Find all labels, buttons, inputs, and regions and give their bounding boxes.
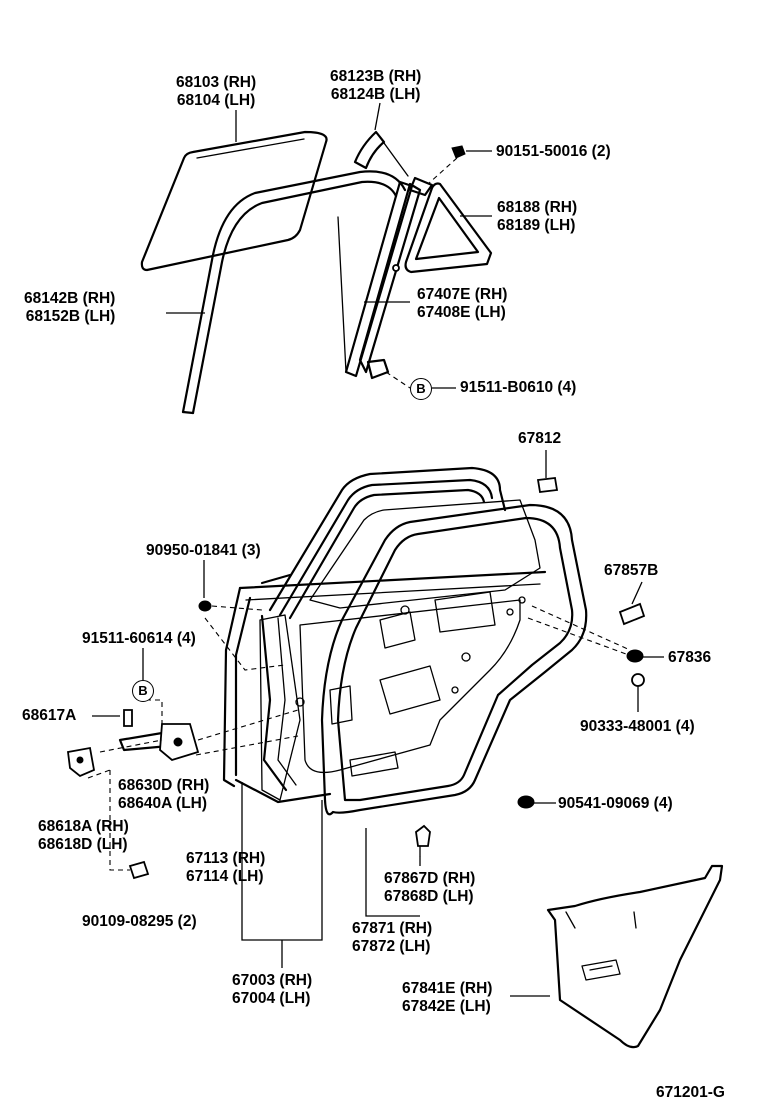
label-quarter-glass: 68188 (RH)68189 (LH) <box>497 199 578 234</box>
glass-run-channel-drawing <box>181 170 407 415</box>
label-screw: 90151-50016 (2) <box>496 143 611 160</box>
label-grommet: 67836 <box>668 649 712 666</box>
label-check-assy: 68630D (RH)68640A (LH) <box>118 777 210 812</box>
label-weatherstrip: 67871 (RH)67872 (LH) <box>352 920 433 955</box>
screw-drawing <box>427 145 466 185</box>
label-plug-upper: 90950-01841 (3) <box>146 542 261 559</box>
door-frame-drawing <box>222 466 547 804</box>
trim-board-drawing <box>546 864 724 1049</box>
division-bar-drawing <box>337 176 434 380</box>
stopper-drawing <box>536 477 559 493</box>
small-plug-drawing <box>631 673 645 687</box>
callout-b-lower: B <box>132 680 154 702</box>
quarter-glass-drawing <box>392 182 493 274</box>
label-pin: 68617A <box>22 707 77 724</box>
label-bolt-b-lower: 91511-60614 (4) <box>82 630 196 647</box>
label-small-plug: 90333-48001 (4) <box>580 718 695 735</box>
upper-run-channel-drawing <box>353 130 409 177</box>
label-bolt-b-upper: 91511-B0610 (4) <box>460 379 577 396</box>
lower-leader-lines <box>92 450 664 997</box>
grommet-drawing <box>527 605 644 663</box>
label-run-channel: 68142B (RH)68152B (LH) <box>24 290 116 325</box>
label-trim-board: 67841E (RH)67842E (LH) <box>402 980 493 1015</box>
hinge-parts-drawing <box>67 605 299 880</box>
clip-drawing <box>415 824 431 857</box>
callout-b-upper: B <box>410 378 432 400</box>
label-hinge: 68618A (RH)68618D (LH) <box>38 818 129 853</box>
label-door-panel: 67003 (RH)67004 (LH) <box>232 972 313 1007</box>
label-panel-sub: 67113 (RH)67114 (LH) <box>186 850 266 885</box>
label-clip: 67867D (RH)67868D (LH) <box>384 870 476 905</box>
label-stopper: 67812 <box>518 430 562 447</box>
label-glass: 68103 (RH)68104 (LH) <box>176 74 257 109</box>
diagram-id: 671201-G <box>656 1084 725 1101</box>
label-bolt-lower: 90109-08295 (2) <box>82 913 197 930</box>
bolt-b-upper-dashed <box>385 371 411 389</box>
upper-leader-lines <box>166 102 492 389</box>
cushion-drawing <box>618 602 646 626</box>
door-glass-drawing <box>140 130 328 272</box>
label-cushion: 67857B <box>604 562 659 579</box>
label-upper-run-channel: 68123B (RH)68124B (LH) <box>330 68 422 103</box>
label-division-bar: 67407E (RH)67408E (LH) <box>417 286 508 321</box>
upper-plug-drawing <box>198 600 212 612</box>
label-lower-plug: 90541-09069 (4) <box>558 795 673 812</box>
weatherstrip-drawing <box>320 503 588 816</box>
lower-plug-drawing <box>517 795 535 809</box>
